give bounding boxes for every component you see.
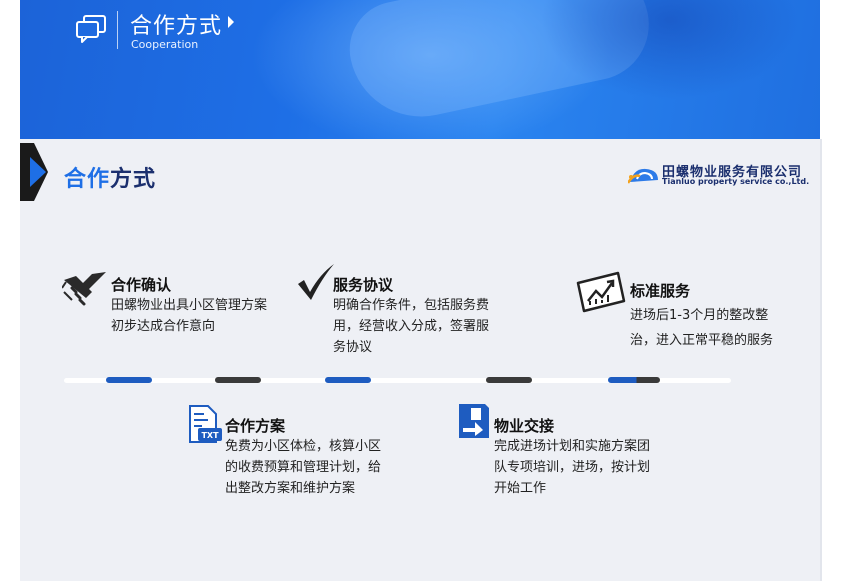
step-cooperation-confirm: 合作确认 田螺物业出具小区管理方案初步达成合作意向	[62, 264, 292, 344]
section-marker-icon	[20, 143, 48, 201]
handover-icon	[459, 404, 489, 438]
timeline-marker	[608, 377, 660, 383]
company-name-en: Tianluo property service co.,Ltd.	[662, 177, 810, 186]
chat-bubbles-icon	[76, 15, 106, 43]
step-description: 完成进场计划和实施方案团队专项培训，进场，按计划开始工作	[494, 439, 651, 496]
section-title-rest: 方式	[110, 167, 157, 192]
process-timeline	[64, 377, 731, 383]
txt-document-icon: TXT	[189, 405, 222, 443]
step-title: 服务协议	[333, 276, 394, 294]
banner-subtitle: Cooperation	[131, 38, 199, 51]
banner-separator	[117, 11, 118, 49]
step-description: 进场后1-3个月的整改整治，进入正常平稳的服务	[630, 308, 774, 348]
banner: 合作方式 Cooperation	[20, 0, 820, 139]
step-service-agreement: 服务协议 明确合作条件，包括服务费用，经营收入分成，签署服务协议	[296, 262, 516, 362]
company-logo: 田螺物业服务有限公司 Tianluo property service co.,…	[628, 161, 809, 187]
section-title: 合作方式	[64, 161, 156, 193]
caret-right-icon	[228, 16, 234, 28]
step-cooperation-plan: TXT 合作方案 免费为小区体检，核算小区的收费预算和管理计划，给出整改方案和维…	[188, 402, 418, 502]
section-title-highlight: 合作	[64, 167, 111, 192]
step-description: 免费为小区体检，核算小区的收费预算和管理计划，给出整改方案和维护方案	[225, 439, 382, 496]
step-title: 标准服务	[630, 282, 691, 300]
step-title: 物业交接	[494, 417, 555, 435]
step-description: 田螺物业出具小区管理方案初步达成合作意向	[111, 298, 268, 334]
company-name-cn: 田螺物业服务有限公司	[662, 165, 803, 180]
handshake-icon	[62, 272, 106, 306]
step-standard-service: 标准服务 进场后1-3个月的整改整治，进入正常平稳的服务	[576, 269, 806, 369]
step-description: 明确合作条件，包括服务费用，经营收入分成，签署服务协议	[333, 298, 490, 355]
timeline-marker	[325, 377, 371, 383]
txt-icon-label: TXT	[201, 431, 219, 440]
timeline-marker	[486, 377, 532, 383]
step-property-handover: 物业交接 完成进场计划和实施方案团队专项培训，进场，按计划开始工作	[457, 402, 687, 502]
panel-edge	[820, 139, 822, 581]
banner-title: 合作方式	[130, 14, 223, 39]
timeline-marker	[215, 377, 261, 383]
timeline-marker	[106, 377, 152, 383]
snail-logo-icon	[628, 168, 658, 184]
step-title: 合作确认	[111, 276, 172, 294]
checkmark-icon	[298, 264, 334, 300]
growth-chart-icon	[576, 271, 626, 313]
content-panel: 合作方式 田螺物业服务有限公司 Tianluo property service…	[20, 139, 820, 581]
step-title: 合作方案	[225, 417, 286, 435]
